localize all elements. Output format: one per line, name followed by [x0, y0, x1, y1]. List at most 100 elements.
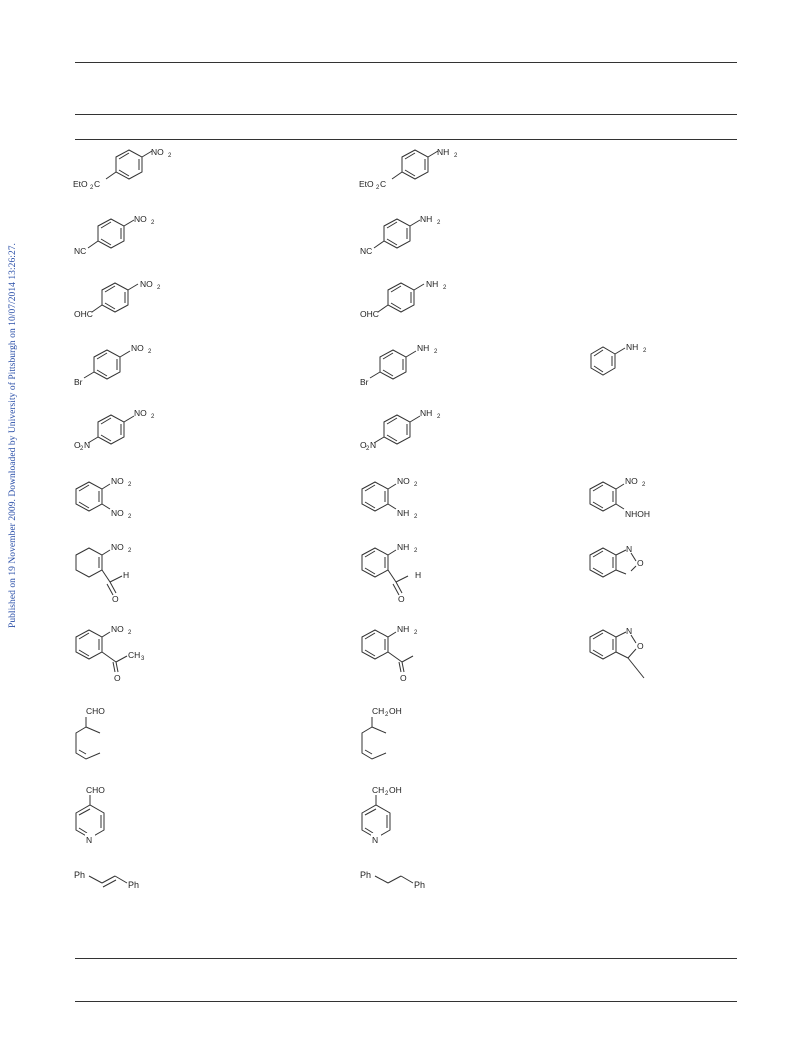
svg-text:Br: Br — [74, 377, 83, 387]
svg-text:NO: NO — [134, 408, 147, 418]
svg-text:NHOH: NHOH — [625, 509, 650, 519]
svg-text:O: O — [74, 440, 81, 450]
structure-1-2-dinitrobenzene: NO 2 NO 2 — [75, 476, 132, 520]
svg-text:CHO: CHO — [86, 785, 105, 795]
svg-text:2: 2 — [385, 712, 389, 718]
svg-text:O: O — [398, 594, 405, 604]
svg-text:NC: NC — [74, 246, 86, 256]
svg-text:NH: NH — [397, 542, 409, 552]
svg-text:2: 2 — [437, 220, 441, 226]
svg-text:O: O — [637, 641, 644, 651]
svg-text:O: O — [360, 440, 367, 450]
publication-watermark: Published on 19 November 2009. Downloade… — [8, 243, 18, 628]
svg-text:NH: NH — [397, 624, 409, 634]
svg-text:2: 2 — [90, 185, 94, 191]
svg-text:2: 2 — [414, 630, 418, 636]
svg-text:2: 2 — [434, 349, 438, 355]
svg-text:NO: NO — [151, 147, 164, 157]
svg-text:CH: CH — [372, 706, 384, 716]
svg-text:2: 2 — [128, 514, 132, 520]
svg-text:2: 2 — [414, 548, 418, 554]
svg-text:NH: NH — [626, 342, 638, 352]
svg-text:CH: CH — [372, 785, 384, 795]
svg-text:2: 2 — [414, 482, 418, 488]
svg-text:N: N — [626, 544, 632, 554]
structure-isonicotinaldehyde: CHO N — [75, 785, 105, 845]
svg-text:NH: NH — [417, 343, 429, 353]
svg-text:2: 2 — [128, 630, 132, 636]
table-top-rule — [75, 62, 737, 63]
svg-text:N: N — [372, 835, 378, 845]
svg-text:CHO: CHO — [86, 706, 105, 716]
svg-text:NO: NO — [111, 508, 124, 518]
svg-text:OH: OH — [389, 785, 402, 795]
svg-text:OH: OH — [389, 706, 402, 716]
svg-text:O: O — [637, 558, 644, 568]
svg-text:O: O — [112, 594, 119, 604]
svg-text:2: 2 — [80, 446, 84, 452]
svg-text:N: N — [84, 440, 90, 450]
structure-trans-stilbene: Ph Ph — [74, 870, 139, 890]
svg-text:Br: Br — [360, 377, 369, 387]
svg-text:NO: NO — [625, 476, 638, 486]
svg-text:NO: NO — [111, 624, 124, 634]
svg-text:2: 2 — [642, 482, 646, 488]
table-body-rule — [75, 139, 737, 140]
svg-text:O: O — [114, 673, 121, 683]
structure-benzaldehyde: CHO — [75, 706, 105, 760]
svg-text:OHC: OHC — [74, 309, 93, 319]
table-footnote-rule — [75, 1001, 737, 1002]
svg-text:NO: NO — [111, 476, 124, 486]
svg-text:EtO: EtO — [359, 179, 374, 189]
structure-2-aminoacetophenone: NH 2 O — [361, 624, 418, 683]
svg-text:2: 2 — [157, 285, 161, 291]
svg-text:Ph: Ph — [414, 880, 425, 890]
table-bottom-rule — [75, 958, 737, 959]
svg-text:NO: NO — [397, 476, 410, 486]
svg-text:NO: NO — [131, 343, 144, 353]
svg-text:2: 2 — [454, 153, 458, 159]
svg-text:NH: NH — [426, 279, 438, 289]
svg-text:Ph: Ph — [360, 870, 371, 880]
svg-text:N: N — [370, 440, 376, 450]
svg-text:3: 3 — [141, 656, 145, 662]
svg-text:NO: NO — [134, 214, 147, 224]
svg-text:N: N — [86, 835, 92, 845]
svg-text:O: O — [400, 673, 407, 683]
svg-text:OHC: OHC — [360, 309, 379, 319]
svg-text:2: 2 — [366, 446, 370, 452]
svg-text:2: 2 — [376, 185, 380, 191]
structure-2-aminobenzaldehyde: NH 2 H O — [361, 542, 421, 604]
structure-n-2-nitrophenyl-hydroxylamine: NO 2 NHOH — [589, 476, 650, 519]
svg-text:Ph: Ph — [128, 880, 139, 890]
svg-text:NH: NH — [420, 214, 432, 224]
svg-text:2: 2 — [151, 414, 155, 420]
svg-text:H: H — [415, 570, 421, 580]
svg-text:EtO: EtO — [73, 179, 88, 189]
svg-text:NH: NH — [397, 508, 409, 518]
svg-text:2: 2 — [148, 349, 152, 355]
svg-text:CH: CH — [128, 650, 140, 660]
svg-text:C: C — [94, 179, 100, 189]
structure-2-1-benzisoxazole: N O — [589, 544, 644, 578]
svg-text:2: 2 — [128, 548, 132, 554]
structure-3-methyl-2-1-benzisoxazole: N O — [589, 626, 645, 679]
svg-text:2: 2 — [168, 153, 172, 159]
svg-text:N: N — [626, 626, 632, 636]
svg-text:Ph: Ph — [74, 870, 85, 880]
table-header-rule — [75, 114, 737, 115]
svg-text:NH: NH — [437, 147, 449, 157]
svg-text:2: 2 — [128, 482, 132, 488]
svg-text:2: 2 — [437, 414, 441, 420]
